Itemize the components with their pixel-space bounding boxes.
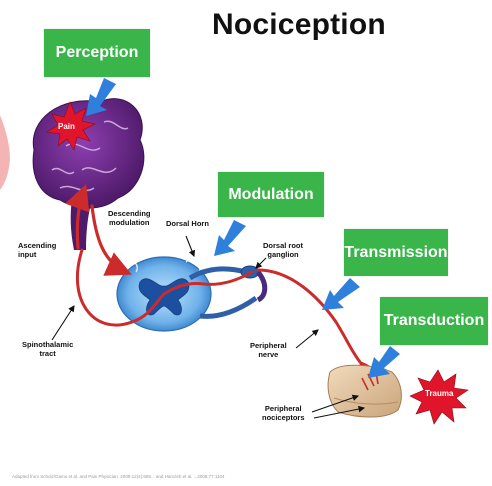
transmission-arrow xyxy=(322,278,360,310)
transmission-box: Transmission xyxy=(344,229,448,276)
pain-label: Pain xyxy=(58,122,75,131)
peripheral-nerve-label: Peripheral nerve xyxy=(250,341,287,359)
perception-box: Perception xyxy=(44,29,150,77)
trauma-label: Trauma xyxy=(425,389,453,398)
pointer-lines xyxy=(52,236,364,418)
left-edge-sliver xyxy=(0,115,10,190)
transduction-box: Transduction xyxy=(380,297,488,345)
transduction-arrow xyxy=(368,346,400,378)
tissue-block xyxy=(328,365,401,417)
descending-modulation-label: Descending modulation xyxy=(108,209,151,227)
diagram-title: Nociception xyxy=(212,8,386,42)
ascending-input-label: Ascending input xyxy=(18,241,56,259)
dorsal-root-ganglion-label: Dorsal root ganglion xyxy=(263,241,303,259)
source-footnote: Adapted from Scholz/Gamo et al. and Pain… xyxy=(12,474,225,479)
spinal-cord-cross-section xyxy=(117,250,211,331)
peripheral-nociceptors-label: Peripheral nociceptors xyxy=(262,404,305,422)
modulation-arrow xyxy=(214,220,246,256)
modulation-box: Modulation xyxy=(218,172,324,217)
brain xyxy=(33,99,144,250)
dorsal-horn-label: Dorsal Horn xyxy=(166,219,209,228)
spinothalamic-tract-label: Spinothalamic tract xyxy=(22,340,73,358)
